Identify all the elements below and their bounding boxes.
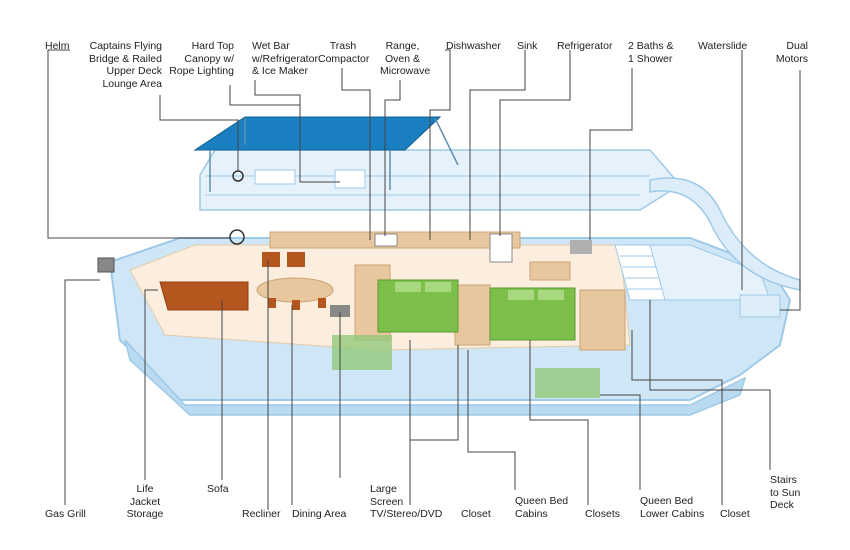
label-hard-top-canopy: Hard Top Canopy w/ Rope Lighting (169, 40, 234, 77)
queen-bed-1-pillow-2 (425, 282, 451, 292)
leader-helm (47, 49, 230, 239)
closet-block-2 (579, 289, 626, 351)
leader-closet2 (631, 330, 723, 505)
label-life-jacket-storage: Life Jacket Storage (126, 483, 164, 520)
hull-pontoon (124, 339, 747, 416)
chair-2 (292, 300, 300, 310)
chair-1 (268, 298, 276, 308)
label-stairs-to-sun-deck: Stairs to Sun Deck (770, 474, 801, 511)
leader-range (384, 80, 401, 236)
recliner-2 (287, 252, 305, 267)
leader-wetbar (254, 80, 340, 183)
label-sofa: Sofa (207, 483, 229, 495)
leader-lifejacket (144, 289, 158, 480)
label-queen-bed-cabins: Queen Bed Cabins (515, 495, 569, 520)
leader-queenbed (467, 350, 516, 490)
label-dining-area: Dining Area (292, 508, 347, 520)
chair-3 (318, 298, 326, 308)
recliner-1 (262, 252, 280, 267)
leader-trash (341, 68, 371, 240)
leader-closet1-b (410, 345, 459, 441)
label-baths: 2 Baths & 1 Shower (628, 40, 674, 65)
leader-captains (159, 95, 239, 172)
leader-baths (589, 68, 633, 240)
bath-cabinet (529, 261, 571, 281)
queen-bed-2-pillow (508, 290, 534, 300)
label-large-screen-tv: Large Screen TV/Stereo/DVD (370, 483, 443, 520)
label-queen-bed-lower-cabins: Queen Bed Lower Cabins (640, 495, 705, 520)
label-trash-compactor: Trash Compactor (318, 40, 370, 65)
label-recliner: Recliner (242, 508, 281, 520)
hard-top-canopy (193, 116, 442, 151)
leader-dishwasher (429, 49, 451, 240)
canopy-post-3 (434, 117, 459, 166)
label-closet: Closet (461, 508, 491, 520)
leader-motors (780, 70, 801, 311)
tv-cabinet (330, 305, 350, 317)
refrigerator-unit (489, 233, 513, 263)
gas-grill (97, 257, 115, 273)
leader-stairs (649, 300, 771, 470)
range-oven (374, 233, 398, 247)
sofa-shape (159, 281, 249, 311)
label-dual-motors: Dual Motors (775, 40, 808, 65)
label-gas-grill: Gas Grill (45, 508, 86, 520)
label-refrigerator: Refrigerator (557, 40, 613, 52)
label-captains-flying-bridge: Captains Flying Bridge & Railed Upper De… (89, 40, 162, 90)
upper-lounge-seat (254, 169, 296, 185)
leader-sink (469, 50, 526, 240)
label-closets: Closets (585, 508, 621, 520)
label-sink: Sink (517, 40, 538, 52)
queen-bed-1-pillow (395, 282, 421, 292)
label-waterslide: Waterslide (698, 40, 748, 52)
bath-fixture (570, 240, 592, 254)
label-range-oven: Range, Oven & Microwave (380, 40, 431, 77)
label-closet-2: Closet (720, 508, 750, 520)
closet-block-1 (454, 284, 491, 346)
stairs-to-sun-deck (614, 244, 666, 301)
queen-bed-2-pillow-2 (538, 290, 564, 300)
dual-motors (739, 294, 781, 318)
helm-wheel (229, 229, 245, 245)
leader-queenlower (600, 394, 641, 490)
upper-wet-bar (334, 169, 366, 189)
leader-closets (529, 340, 589, 505)
leader-refrigerator (499, 50, 571, 236)
leader-lines-top (47, 49, 801, 311)
label-dishwasher: Dishwasher (446, 40, 501, 52)
label-wet-bar: Wet Bar w/Refrigerator & Ice Maker (252, 40, 318, 77)
leader-lines-bottom (64, 260, 771, 510)
lower-bed-1 (332, 335, 392, 370)
label-helm: Helm (45, 40, 70, 52)
lower-bed-2 (535, 368, 600, 398)
leader-grill (64, 279, 100, 505)
